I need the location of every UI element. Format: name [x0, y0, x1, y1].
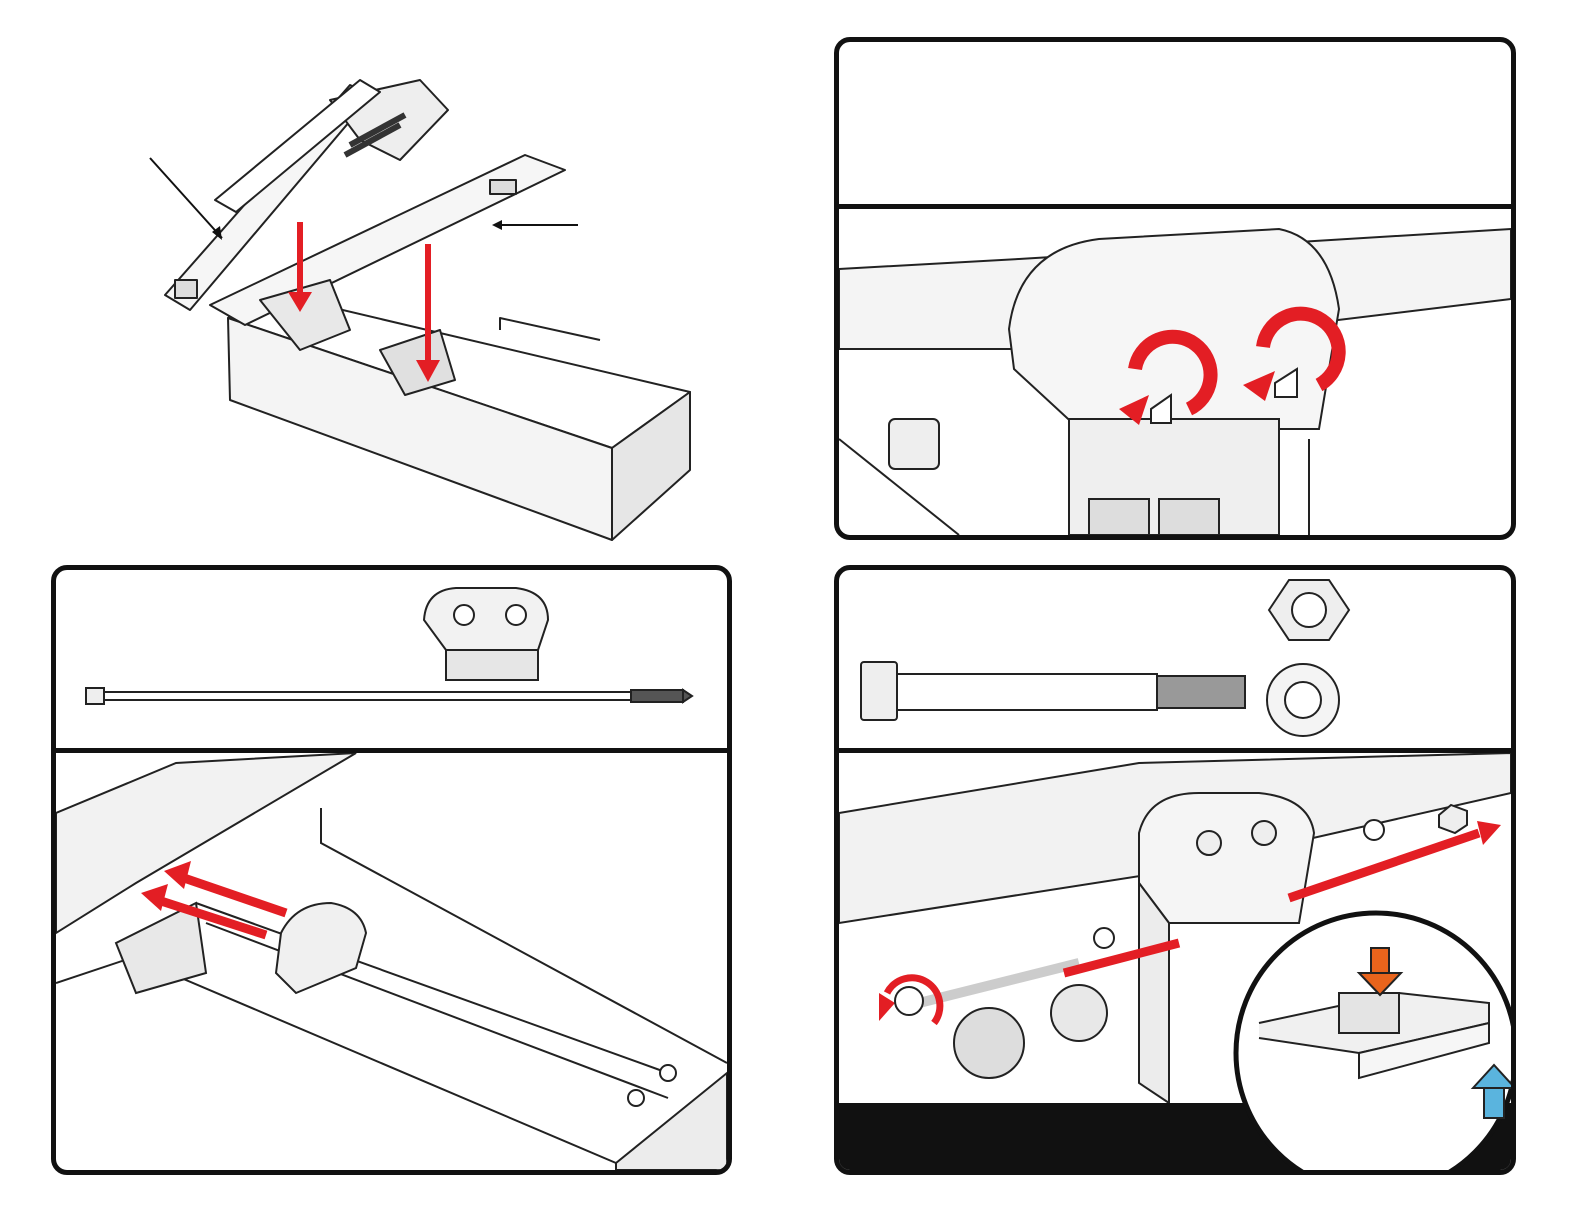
bolt — [861, 662, 1245, 720]
step-rotate-bolts-panel — [834, 37, 1516, 540]
parts-header — [56, 570, 727, 748]
bolt-washer-nut-illustration — [839, 753, 1511, 1170]
parts-header — [839, 570, 1511, 748]
insert-bolts-illustration — [56, 753, 727, 1170]
right-rail-pointer — [492, 220, 578, 230]
left-arm-pointer — [150, 158, 222, 240]
bracket-cap — [424, 588, 548, 680]
step-insert-long-bolts-panel — [51, 565, 732, 1175]
hex-nut — [1269, 580, 1349, 640]
bolt-rotate-illustration — [839, 209, 1511, 535]
down-arrow-right — [416, 244, 440, 382]
overview-illustration — [0, 0, 780, 560]
washer — [1267, 664, 1339, 736]
long-bolt — [86, 688, 692, 704]
step-bolt-washer-nut-panel — [834, 565, 1516, 1175]
